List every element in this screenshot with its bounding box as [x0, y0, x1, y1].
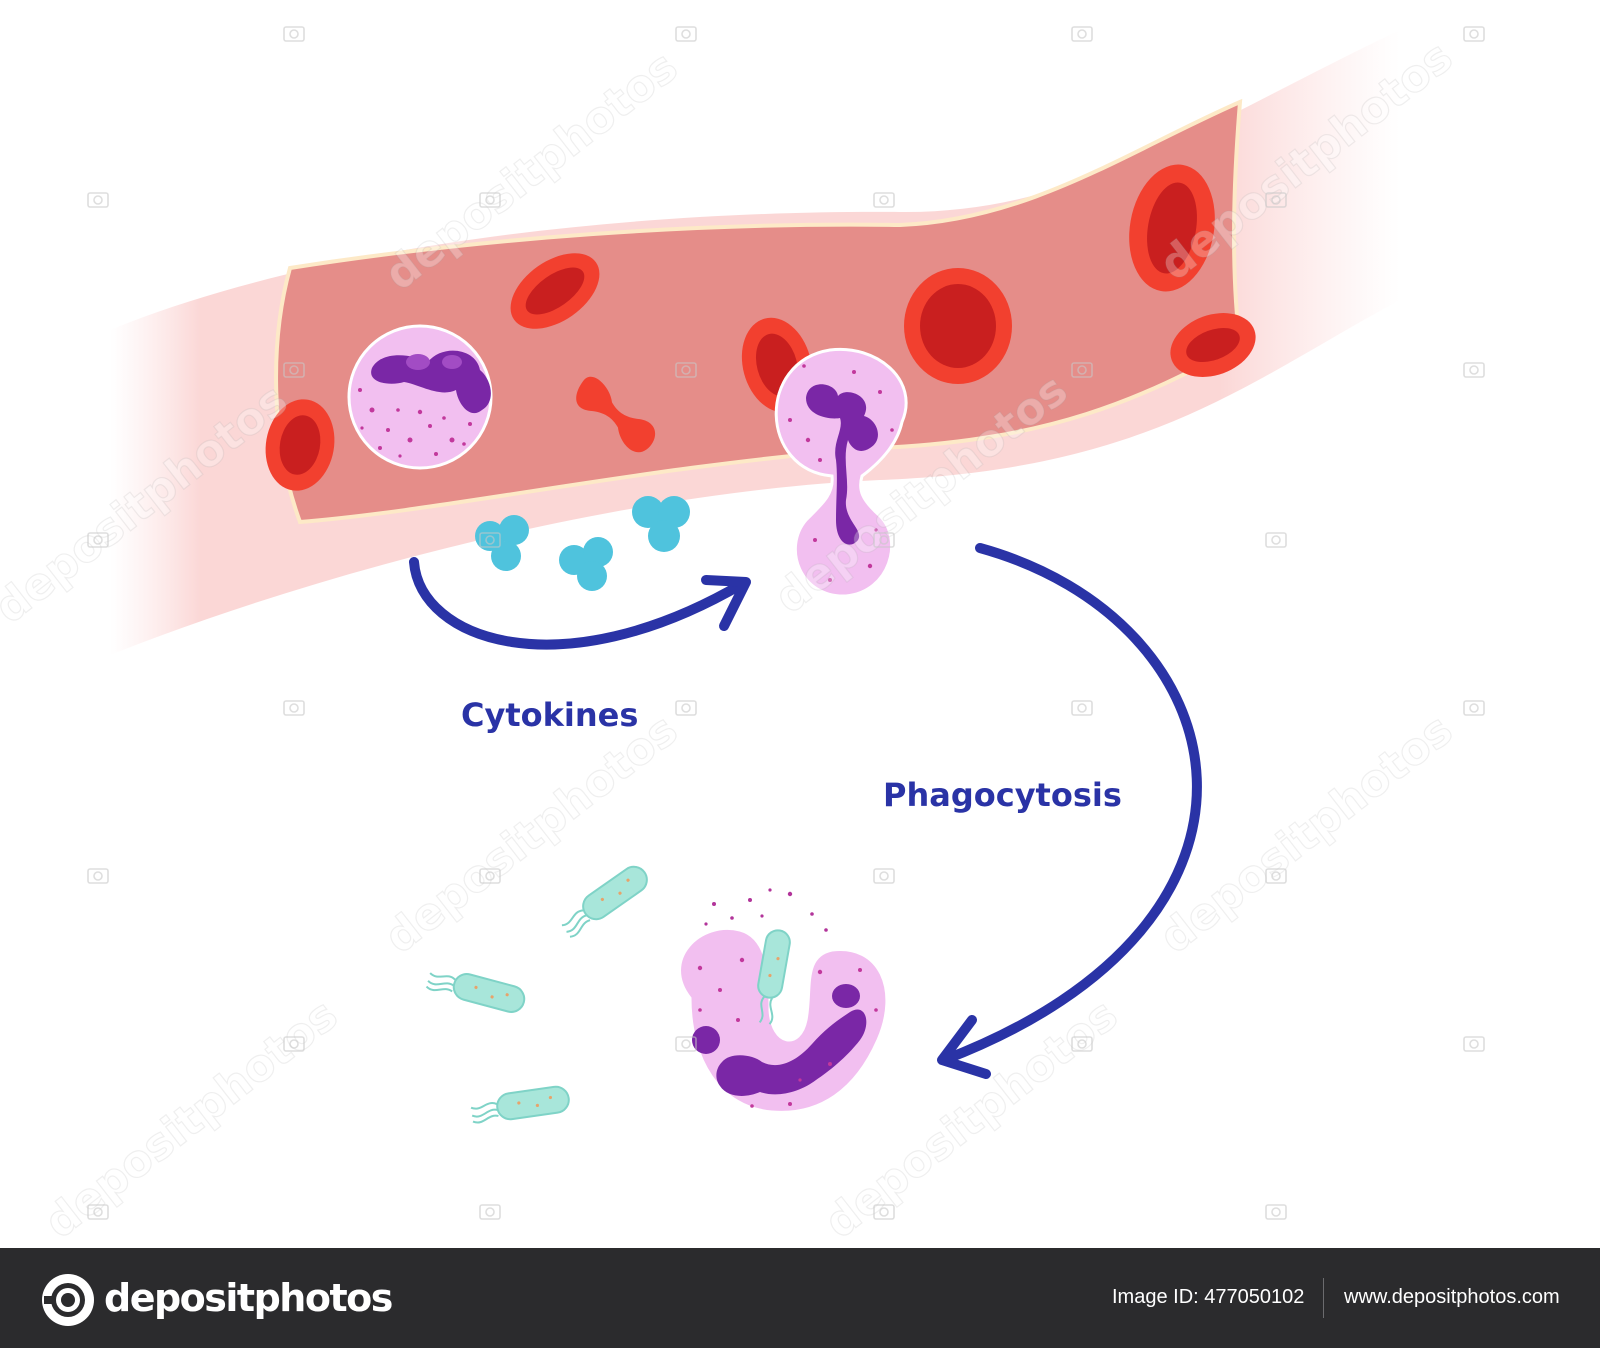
camera-icon [1265, 868, 1287, 884]
site-url-link[interactable]: www.depositphotos.com [1344, 1286, 1560, 1308]
bacterium [425, 972, 526, 1013]
camera-icon [675, 26, 697, 42]
camera-icon [479, 1204, 501, 1220]
watermark-camera-icons [87, 26, 1485, 1220]
cytokines [475, 496, 690, 591]
bacteria [425, 865, 648, 1124]
camera-icon [675, 1036, 697, 1052]
cytokine-cluster [632, 496, 690, 552]
image-id: Image ID: 477050102 [1112, 1286, 1305, 1308]
camera-icon [1265, 532, 1287, 548]
cytokine-cluster [475, 515, 529, 571]
red-blood-cells [265, 164, 1256, 491]
camera-icon [873, 192, 895, 208]
red-blood-cell [904, 268, 1012, 384]
camera-icon [1071, 362, 1093, 378]
camera-icon [87, 1204, 109, 1220]
red-blood-cell [1170, 313, 1256, 377]
watermark-text: depositphotos [375, 704, 687, 963]
camera-icon [1463, 362, 1485, 378]
camera-icon [87, 192, 109, 208]
bacterium [561, 865, 648, 938]
red-blood-cell [510, 253, 600, 329]
camera-icon [87, 868, 109, 884]
camera-icon [1071, 26, 1093, 42]
camera-icon [1265, 192, 1287, 208]
red-blood-cell [265, 399, 335, 491]
red-blood-cell [1129, 164, 1215, 292]
camera-icon [675, 362, 697, 378]
camera-icon [873, 532, 895, 548]
red-blood-cell-edge-on [576, 376, 656, 453]
camera-icon [479, 532, 501, 548]
cytokines-label: Cytokines [461, 696, 638, 734]
camera-icon [1463, 26, 1485, 42]
camera-icon [283, 700, 305, 716]
cytokines-arrow [409, 557, 751, 650]
bacterium [470, 1085, 570, 1124]
neutrophil-phagocytosis-diagram: Cytokines Phagocytosis depositphotos dep… [0, 26, 1485, 1248]
camera-icon [1463, 700, 1485, 716]
phagocytosis-label: Phagocytosis [883, 776, 1122, 814]
camera-lens-icon[interactable] [40, 1272, 96, 1328]
camera-icon [1265, 1204, 1287, 1220]
camera-icon [873, 1204, 895, 1220]
camera-icon [1463, 1036, 1485, 1052]
neutrophil-phagocytosing [678, 888, 889, 1114]
camera-icon [1071, 1036, 1093, 1052]
footer-divider [1323, 1278, 1324, 1318]
cytokine-cluster [559, 537, 613, 591]
camera-icon [479, 192, 501, 208]
camera-icon [283, 26, 305, 42]
phagocytosis-arrow [937, 543, 1202, 1079]
camera-icon [675, 700, 697, 716]
camera-icon [479, 868, 501, 884]
camera-icon [87, 532, 109, 548]
engulfed-bacterium [757, 929, 791, 1025]
camera-icon [873, 868, 895, 884]
brand-name[interactable]: depositphotos [104, 1276, 393, 1320]
neutrophil-in-blood [347, 324, 493, 470]
camera-icon [283, 362, 305, 378]
stock-footer-bar: depositphotos Image ID: 477050102 www.de… [0, 1248, 1600, 1348]
camera-icon [283, 1036, 305, 1052]
watermark-text: depositphotos [35, 989, 347, 1248]
camera-icon [1071, 700, 1093, 716]
